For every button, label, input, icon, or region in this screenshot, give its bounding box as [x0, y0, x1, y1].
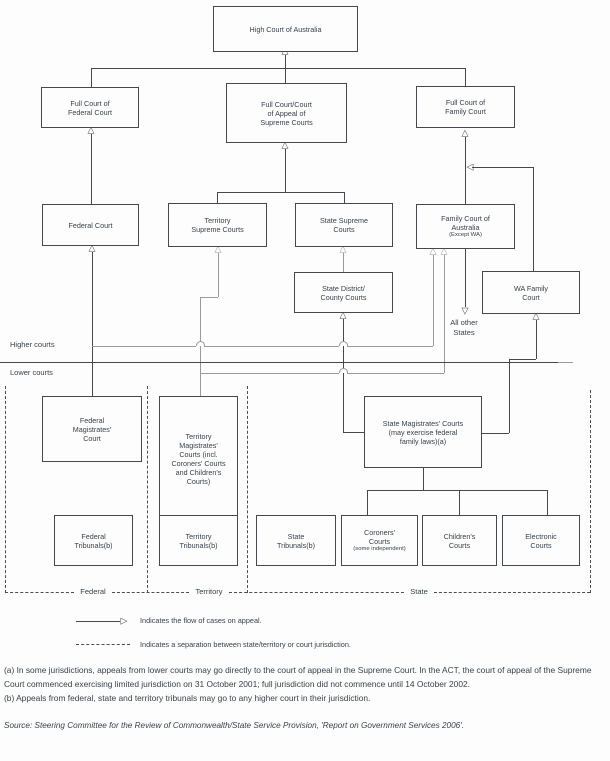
connector-vline [509, 359, 511, 433]
connector-hline [558, 362, 573, 364]
connector-vline [91, 68, 93, 87]
connector-hline [200, 297, 218, 299]
box-federal-court: Federal Court [42, 204, 139, 246]
legend-separation-text: Indicates a separation between state/ter… [140, 640, 351, 649]
connector-vline [91, 134, 93, 204]
connector-vline [433, 255, 435, 346]
connector-vline [285, 149, 287, 192]
box-coroners-courts: Coroners'Courts(some independent) [341, 515, 418, 566]
connector-hline [76, 621, 120, 623]
arrowhead-up-icon: △ [532, 310, 540, 321]
arrowhead-up-icon: △ [214, 243, 222, 254]
connector-vline [92, 252, 94, 396]
connector-hline [217, 192, 344, 194]
arrowhead-down-icon: ▽ [461, 305, 469, 316]
arrowhead-up-icon: △ [339, 309, 347, 320]
line-crossing-hop [338, 341, 348, 347]
jurisdiction-separator-vertical [147, 386, 148, 593]
zone-label: Higher courts [10, 340, 55, 349]
line-crossing-hop [195, 341, 205, 347]
jurisdiction-separator-horizontal [434, 592, 590, 593]
jurisdiction-separator-horizontal [229, 592, 404, 593]
connector-hline [91, 68, 465, 70]
all-other-states-label: All other [450, 318, 478, 327]
connector-hline [347, 346, 433, 348]
connector-vline [343, 253, 345, 272]
connector-vline [465, 137, 467, 204]
all-other-states-label: States [453, 328, 475, 337]
connector-hline [343, 432, 364, 434]
connector-vline [343, 319, 345, 432]
arrowhead-up-icon: △ [88, 242, 96, 253]
box-high-court: High Court of Australia [213, 6, 358, 52]
connector-vline [217, 192, 219, 203]
box-state-district-county-courts: State District/County Courts [294, 272, 393, 313]
connector-vline [536, 320, 538, 359]
legend-dashed-line-sample [76, 644, 130, 645]
connector-vline [367, 490, 369, 515]
connector-vline [285, 55, 287, 68]
line-crossing-hop [338, 368, 348, 374]
legend-appeal-flow-text: Indicates the flow of cases on appeal. [140, 616, 262, 625]
jurisdiction-separator-vertical [590, 390, 591, 593]
zone-label: Lower courts [10, 368, 53, 377]
footnotes: (a) In some jurisdictions, appeals from … [4, 663, 607, 747]
connector-vline [465, 249, 467, 307]
connector-vline [459, 490, 461, 515]
footnote-b: (b) Appeals from federal, state and terr… [4, 693, 371, 703]
connector-vline [465, 68, 467, 86]
box-state-magistrates-courts: State Magistrates' Courts(may exercise f… [364, 396, 482, 468]
section-label: State [410, 587, 428, 596]
arrowhead-up-icon: △ [429, 245, 437, 256]
arrowhead-up-icon: △ [339, 243, 347, 254]
arrowhead-right-icon: ▷ [120, 615, 128, 626]
jurisdiction-separator-vertical [247, 386, 248, 593]
source-note: Source: Steering Committee for the Revie… [4, 721, 465, 730]
arrowhead-up-icon: △ [87, 124, 95, 135]
arrowhead-up-icon: △ [461, 127, 469, 138]
connector-hline [92, 346, 196, 348]
jurisdiction-separator-horizontal [5, 592, 74, 593]
connector-hline [347, 373, 444, 375]
connector-vline [444, 255, 446, 373]
connector-vline [423, 468, 425, 490]
connector-vline [200, 297, 202, 396]
connector-hline [482, 433, 509, 435]
section-label: Territory [195, 587, 223, 596]
connector-hline [509, 359, 536, 361]
connector-vline [547, 490, 549, 515]
connector-vline [344, 192, 346, 203]
arrowhead-up-icon: △ [440, 245, 448, 256]
connector-vline [285, 68, 287, 83]
arrowhead-left-icon: ◁ [466, 161, 474, 172]
connector-hline [0, 362, 558, 364]
connector-hline [204, 346, 339, 348]
connector-hline [200, 373, 339, 375]
jurisdiction-separator-horizontal [112, 592, 189, 593]
connector-hline [367, 490, 547, 492]
section-label: Federal [80, 587, 106, 596]
connector-vline [533, 167, 535, 271]
connector-hline [472, 167, 533, 169]
connector-vline [218, 253, 220, 297]
arrowhead-up-icon: △ [281, 139, 289, 150]
footnote-a: (a) In some jurisdictions, appeals from … [4, 665, 592, 689]
jurisdiction-separator-vertical [5, 386, 6, 593]
